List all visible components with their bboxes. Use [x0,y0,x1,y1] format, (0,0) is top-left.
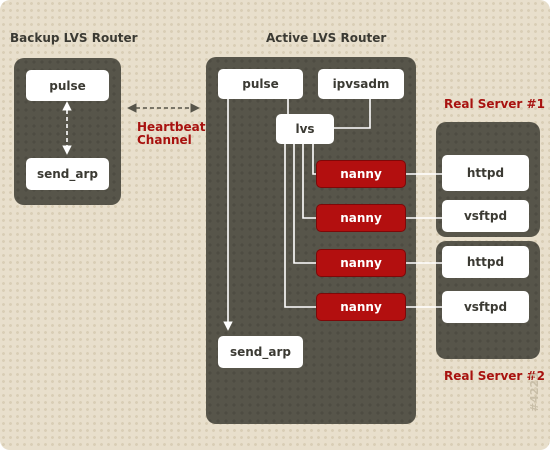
ipvsadm-to-lvs-line [334,97,371,129]
rs2-vsftpd-box: vsftpd [442,291,529,323]
rs1-vsftpd-box: vsftpd [442,200,529,232]
heartbeat-label-line2: Channel [137,133,192,147]
active-sendarp-box: send_arp [218,336,303,368]
figure-id: #4223 [528,372,541,412]
heartbeat-label-line1: Heartbeat [137,120,206,134]
nanny-box-3: nanny [316,249,406,277]
real-server-2-title: Real Server #2 [444,369,545,383]
ipvsadm-box: ipvsadm [318,69,404,99]
nanny-box-4: nanny [316,293,406,321]
lvs-to-nanny-2-line [302,143,316,219]
active-router-title: Active LVS Router [266,31,387,45]
nanny-box-1: nanny [316,160,406,188]
lvs-to-nanny-1-line [312,143,316,175]
lvs-to-nanny-3-line [293,143,316,264]
backup-router-title: Backup LVS Router [10,31,138,45]
rs2-httpd-box: httpd [442,246,529,278]
lvs-box: lvs [276,114,334,144]
nanny-box-2: nanny [316,204,406,232]
real-server-1-title: Real Server #1 [444,97,545,111]
active-pulse-box: pulse [218,69,303,99]
backup-sendarp-box: send_arp [26,158,109,190]
lvs-to-nanny-4-line [284,143,316,308]
rs1-httpd-box: httpd [442,155,529,191]
backup-pulse-box: pulse [26,70,109,101]
